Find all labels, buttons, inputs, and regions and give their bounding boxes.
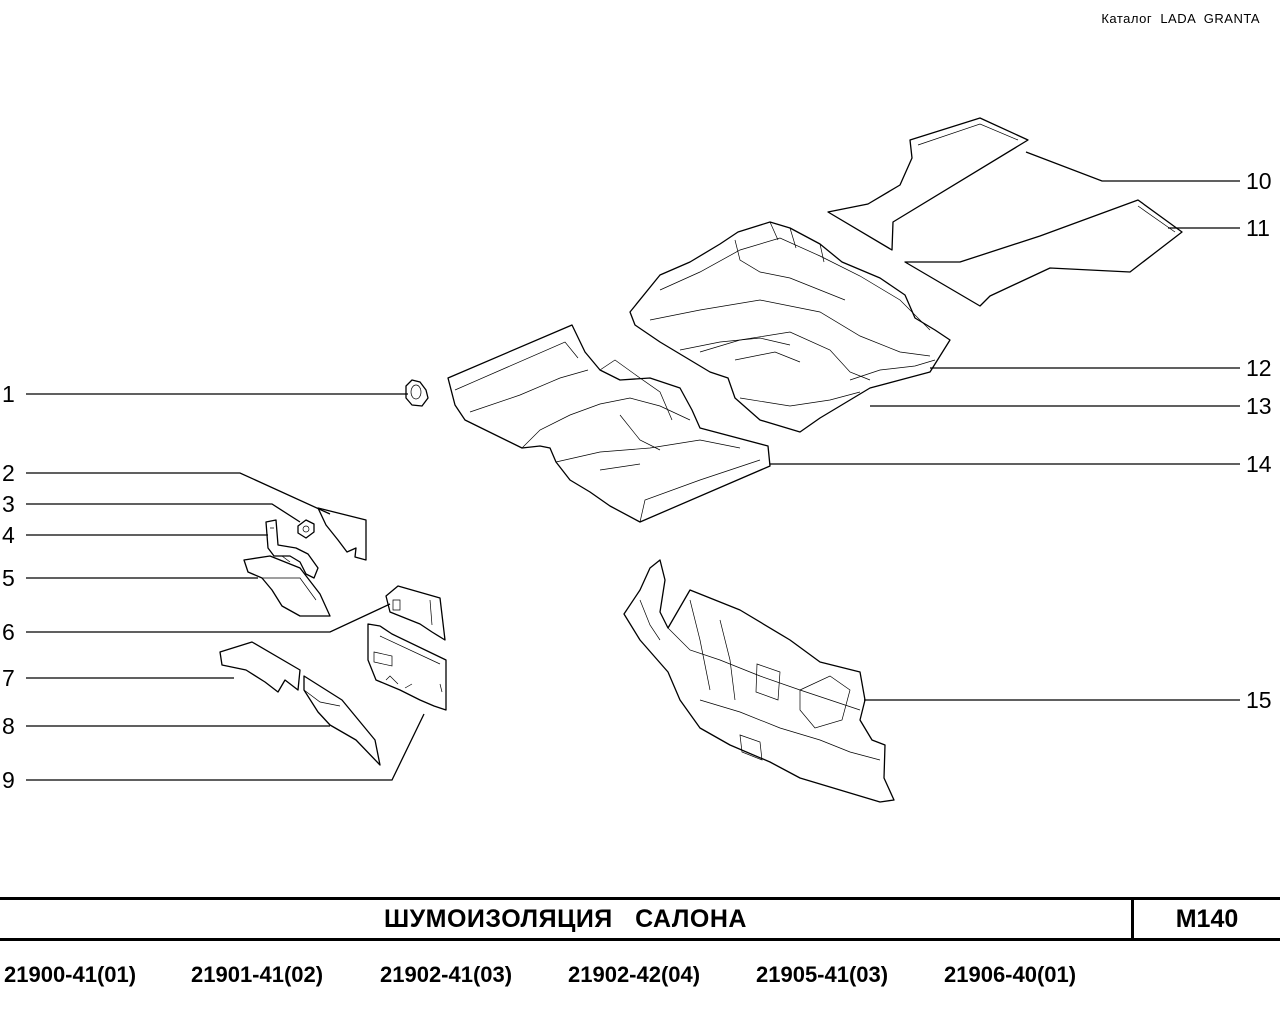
part-3-drawing (297, 519, 315, 539)
model-code: 21901-41(02) (191, 962, 324, 987)
callout-13: 13 (1246, 393, 1272, 419)
part-14-drawing (447, 324, 771, 523)
leader-10 (1025, 151, 1240, 182)
part-4-drawing (265, 519, 319, 579)
model-code: 21905-41(03) (756, 962, 889, 987)
leader-9 (26, 713, 425, 781)
part-15-drawing (623, 559, 895, 803)
callout-2: 2 (2, 460, 15, 486)
part-12-13-drawing (629, 221, 951, 433)
leader-lines (26, 151, 1240, 781)
part-6-drawing (385, 585, 446, 641)
section-title: ШУМОИЗОЛЯЦИЯ САЛОНА (0, 900, 1134, 938)
leader-3 (26, 503, 301, 523)
callout-3: 3 (2, 491, 15, 517)
part-5-drawing (243, 555, 331, 617)
callout-5: 5 (2, 565, 15, 591)
callout-12: 12 (1246, 355, 1272, 381)
part-10-drawing (827, 117, 1029, 251)
callout-14: 14 (1246, 451, 1272, 477)
part-2-drawing (317, 507, 367, 561)
exploded-parts-diagram: 1 2 3 4 5 6 7 8 9 10 11 12 13 14 15 (2, 117, 1272, 803)
callout-7: 7 (2, 665, 15, 691)
model-code: 21906-40(01) (944, 962, 1077, 987)
callout-9: 9 (2, 767, 15, 793)
model-code: 21900-41(01) (4, 962, 137, 987)
catalog-header: Каталог LADA GRANTA (1101, 11, 1260, 26)
leader-6 (26, 603, 391, 633)
callout-labels: 1 2 3 4 5 6 7 8 9 10 11 12 13 14 15 (2, 168, 1272, 793)
part-11-drawing (904, 199, 1183, 307)
leader-2 (26, 472, 331, 515)
callout-15: 15 (1246, 687, 1272, 713)
callout-6: 6 (2, 619, 15, 645)
callout-8: 8 (2, 713, 15, 739)
section-code: M140 (1175, 904, 1239, 933)
callout-4: 4 (2, 522, 15, 548)
callout-10: 10 (1246, 168, 1272, 194)
title-block: ШУМОИЗОЛЯЦИЯ САЛОНА M140 (0, 897, 1280, 941)
part-7-drawing (219, 641, 301, 693)
model-codes-row: 21900-41(01) 21901-41(02) 21902-41(03) 2… (0, 962, 1280, 996)
part-1-drawing (405, 379, 429, 407)
model-code: 21902-42(04) (568, 962, 701, 987)
callout-11: 11 (1246, 215, 1270, 241)
callout-1: 1 (2, 381, 15, 407)
model-code: 21902-41(03) (380, 962, 513, 987)
part-8-drawing (303, 675, 381, 766)
part-9-drawing (367, 623, 447, 711)
